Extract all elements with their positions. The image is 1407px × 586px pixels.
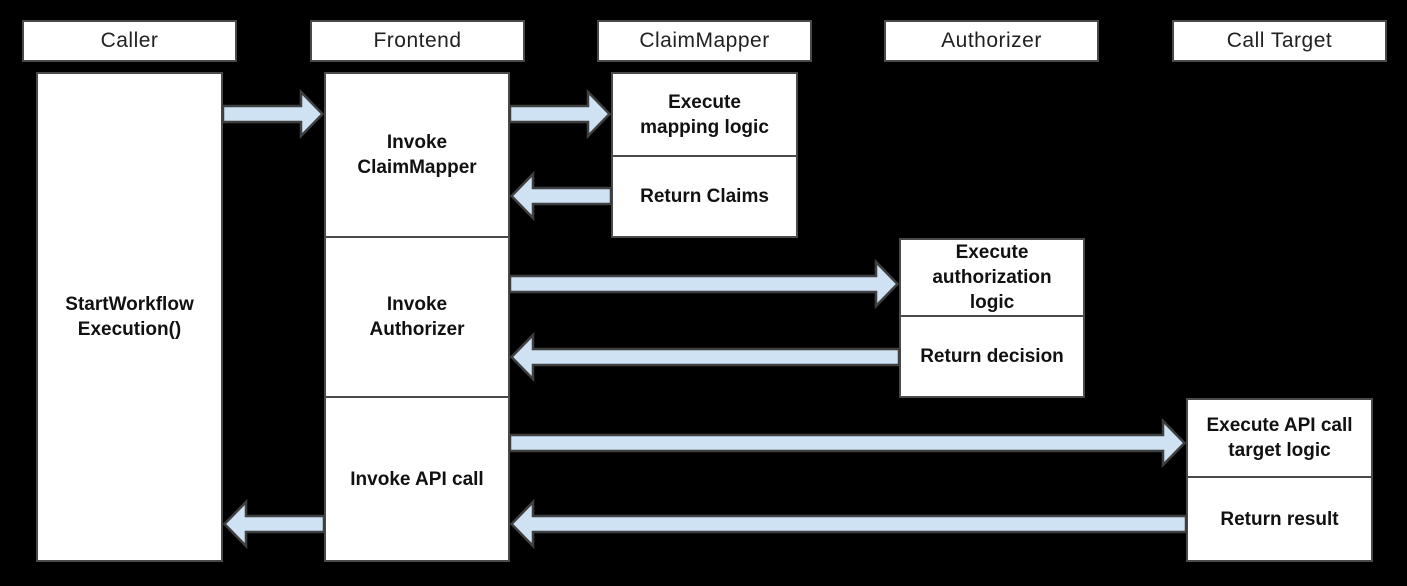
arrow-frontend-to-calltarget <box>508 417 1187 469</box>
box-execute-api-call-target-logic: Execute API call target logic <box>1186 398 1373 478</box>
box-startworkflow-execution: StartWorkflow Execution() <box>36 72 223 562</box>
box-invoke-api-call: Invoke API call <box>324 396 510 562</box>
box-label-line: logic <box>969 292 1015 313</box>
box-label-line: Return decision <box>920 346 1064 367</box>
lane-header-label: ClaimMapper <box>639 29 770 52</box>
lane-header-label: Frontend <box>373 29 462 52</box>
lane-header-label: Authorizer <box>941 29 1042 52</box>
lane-header-label: Caller <box>100 29 159 52</box>
box-label-line: mapping logic <box>640 116 769 138</box>
box-label-line: Execute API call <box>1206 415 1353 436</box>
box-label-line: target logic <box>1228 440 1331 461</box>
arrow-authorizer-to-frontend <box>509 331 901 383</box>
lane-header-caller: Caller <box>22 20 237 62</box>
box-label-line: Execute <box>668 91 741 113</box>
lane-header-frontend: Frontend <box>310 20 525 62</box>
arrow-caller-to-frontend <box>221 88 325 140</box>
box-label-line: Return result <box>1220 508 1339 530</box>
box-label-line: Execute <box>955 242 1029 263</box>
arrow-frontend-to-claimmapper <box>508 88 612 140</box>
box-invoke-authorizer: Invoke Authorizer <box>324 236 510 398</box>
arrow-calltarget-to-frontend <box>509 498 1188 550</box>
box-label-line: Authorizer <box>369 319 465 340</box>
box-return-result: Return result <box>1186 476 1373 562</box>
box-return-claims: Return Claims <box>611 155 798 238</box>
box-label-line: Invoke <box>386 132 448 153</box>
box-label-line: ClaimMapper <box>357 157 477 178</box>
box-execute-mapping-logic: Execute mapping logic <box>611 72 798 157</box>
box-label-line: Invoke API call <box>350 468 484 490</box>
box-label-line: StartWorkflow <box>65 294 194 315</box>
box-return-decision: Return decision <box>899 315 1085 398</box>
arrow-claimmapper-to-frontend <box>509 170 613 222</box>
box-label-line: authorization <box>932 267 1052 288</box>
arrow-frontend-to-authorizer <box>508 258 900 310</box>
lane-header-authorizer: Authorizer <box>884 20 1099 62</box>
box-label-line: Invoke <box>386 294 448 315</box>
box-label-line: Return Claims <box>640 186 769 207</box>
lane-header-claimmapper: ClaimMapper <box>597 20 812 62</box>
box-execute-authorization-logic: Execute authorization logic <box>899 238 1085 317</box>
box-invoke-claimmapper: Invoke ClaimMapper <box>324 72 510 238</box>
arrow-frontend-to-caller <box>222 498 326 550</box>
lane-header-call-target: Call Target <box>1172 20 1387 62</box>
lane-header-label: Call Target <box>1226 29 1333 52</box>
box-label-line: Execution() <box>77 319 182 340</box>
